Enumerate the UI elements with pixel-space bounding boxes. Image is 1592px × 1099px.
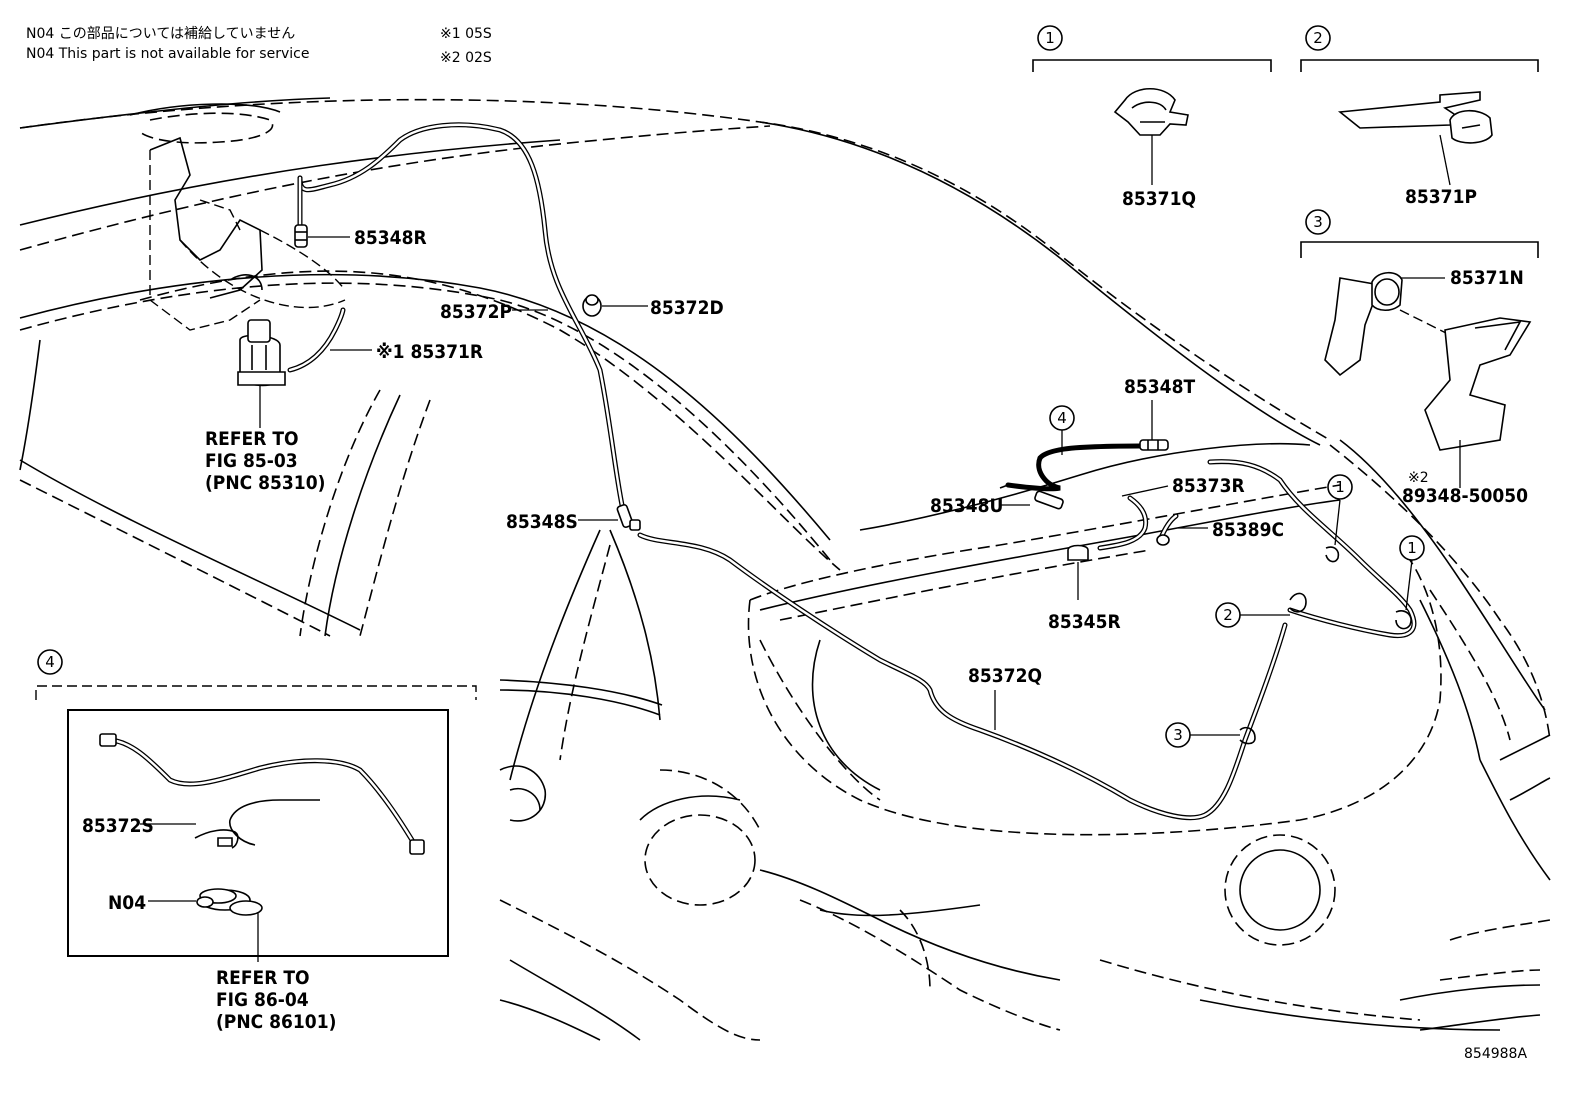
note-mark-2: ※2 02S <box>440 50 492 66</box>
car-body-outline <box>19 97 1551 1041</box>
label-85373R: 85373R <box>1172 475 1245 497</box>
label-refer-86-04-line2: FIG 86-04 <box>216 989 309 1011</box>
part-labels: 85348R 85372P 85372D ※1 85371R REFER TO … <box>82 186 1528 1062</box>
label-85345R: 85345R <box>1048 611 1121 633</box>
label-85348U: 85348U <box>930 495 1003 517</box>
label-N04: N04 <box>108 892 146 914</box>
callout-3-top: 3 <box>1313 213 1323 231</box>
main-callouts: 4 1 1 2 3 <box>1049 405 1425 748</box>
label-89348-50050: 89348-50050 <box>1402 485 1528 507</box>
label-refer-86-04-line1: REFER TO <box>216 967 310 989</box>
label-85372Q: 85372Q <box>968 665 1042 687</box>
label-85348S: 85348S <box>506 511 578 533</box>
callout-3-main: 3 <box>1173 726 1183 744</box>
note-mark-1: ※1 05S <box>440 26 492 42</box>
label-85371Q: 85371Q <box>1122 188 1196 210</box>
callout-2-main: 2 <box>1223 606 1233 624</box>
note-n04-japanese: N04 この部品については補給していません <box>26 26 295 42</box>
label-mark-2: ※2 <box>1408 470 1429 486</box>
group-1-bracket: 1 <box>1032 25 1272 185</box>
label-refer-86-04-line3: (PNC 86101) <box>216 1011 336 1033</box>
small-parts <box>237 224 1412 745</box>
leader-lines <box>140 236 1413 962</box>
callout-4-inset: 4 <box>45 653 55 671</box>
callout-1-top: 1 <box>1045 29 1055 47</box>
callout-4-main: 4 <box>1057 409 1067 427</box>
washer-hoses <box>287 122 1417 821</box>
label-refer-85-03-line2: FIG 85-03 <box>205 450 298 472</box>
callout-2-top: 2 <box>1313 29 1323 47</box>
label-85372P: 85372P <box>440 301 512 323</box>
label-85371R: ※1 85371R <box>376 341 483 363</box>
group-4-inset: 4 <box>35 649 477 957</box>
label-refer-85-03-line3: (PNC 85310) <box>205 472 325 494</box>
label-85372S: 85372S <box>82 815 154 837</box>
group-3-bracket: 3 <box>1300 209 1539 488</box>
label-85371P: 85371P <box>1405 186 1477 208</box>
callout-1-main-b: 1 <box>1407 539 1417 557</box>
note-n04-english: N04 This part is not available for servi… <box>26 46 309 62</box>
group-2-bracket: 2 <box>1300 25 1539 186</box>
figure-id: 854988A <box>1464 1046 1527 1062</box>
label-85372D: 85372D <box>650 297 724 319</box>
label-85348R: 85348R <box>354 227 427 249</box>
label-85371N: 85371N <box>1450 267 1524 289</box>
wire-harness <box>999 443 1143 492</box>
label-refer-85-03-line1: REFER TO <box>205 428 299 450</box>
label-85389C: 85389C <box>1212 519 1284 541</box>
label-85348T: 85348T <box>1124 376 1195 398</box>
callout-1-main-a: 1 <box>1335 478 1345 496</box>
